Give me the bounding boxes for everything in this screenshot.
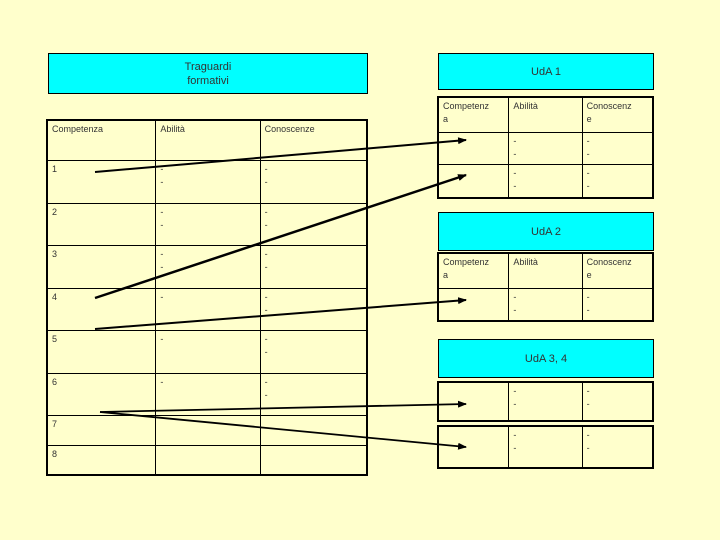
cell-competenza: 7: [48, 416, 157, 445]
cell-competenza: [439, 132, 510, 165]
column-header-competenza: Competenz a: [439, 254, 510, 288]
uda-1-title-text: UdA 1: [531, 65, 561, 78]
column-header-abilita: Abilità: [509, 254, 583, 288]
cell-conoscenze: - -: [264, 206, 268, 230]
cell-conoscenze: - -: [586, 291, 590, 315]
cell-abilita: [156, 416, 261, 445]
column-header-conoscenze: Conoscenz e: [586, 101, 632, 124]
cell-abilita: - -: [156, 203, 261, 246]
table-row[interactable]: - - - -: [439, 165, 652, 198]
table-row[interactable]: 2 - - - -: [48, 203, 366, 247]
cell-competenza: [439, 288, 510, 320]
uda-34-title-box: UdA 3, 4: [438, 339, 654, 378]
table-row[interactable]: 4 - - -: [48, 288, 366, 332]
cell-conoscenze: [261, 416, 366, 444]
cell-abilita: - -: [509, 427, 583, 467]
cell-conoscenze: - -: [264, 164, 268, 188]
cell-competenza: [439, 165, 510, 198]
table-header-row: Competenza Abilità Conoscenze: [48, 121, 366, 162]
cell-competenza: [439, 383, 510, 420]
column-header-conoscenze: Conoscenz e: [586, 257, 632, 280]
cell-competenza: 5: [48, 331, 157, 373]
cell-abilita: - -: [156, 161, 261, 203]
table-row[interactable]: - - - -: [439, 288, 652, 320]
uda-2-table: Competenz a Abilità Conoscenz e - - - -: [437, 252, 654, 322]
cell-competenza: 1: [48, 161, 157, 203]
cell-conoscenze: - -: [264, 291, 268, 315]
cell-abilita: - -: [509, 132, 583, 165]
cell-conoscenze: - -: [264, 249, 268, 273]
cell-conoscenze: - -: [586, 135, 590, 159]
cell-abilita: - -: [509, 383, 583, 420]
cell-abilita: -: [156, 373, 261, 416]
cell-abilita: - -: [509, 165, 583, 198]
cell-abilita: [156, 445, 261, 474]
uda-3-table: - - - -: [437, 381, 654, 422]
table-row[interactable]: 7: [48, 416, 366, 446]
cell-conoscenze: - -: [586, 168, 590, 192]
uda-34-title-text: UdA 3, 4: [524, 352, 568, 365]
table-row[interactable]: 3 - - - -: [48, 246, 366, 289]
cell-conoscenze: - -: [264, 376, 268, 400]
cell-conoscenze: - -: [586, 430, 590, 453]
cell-competenza: 8: [48, 445, 157, 474]
cell-conoscenze: - -: [264, 334, 268, 358]
table-row[interactable]: 1 - - - -: [48, 161, 366, 204]
cell-conoscenze: - -: [586, 386, 590, 409]
uda-1-title-box: UdA 1: [438, 53, 654, 90]
cell-competenza: 3: [48, 246, 157, 288]
traguardi-formativi-title-box: Traguardi formativi: [48, 53, 368, 94]
uda-2-title-text: UdA 2: [531, 225, 561, 238]
column-header-conoscenze: Conoscenze: [264, 124, 315, 134]
column-header-competenza: Competenza: [48, 121, 157, 161]
table-row[interactable]: 5 - - -: [48, 331, 366, 374]
cell-abilita: -: [156, 288, 261, 331]
cell-abilita: - -: [156, 246, 261, 288]
table-row[interactable]: - - - -: [439, 132, 652, 166]
uda-4-table: - - - -: [437, 425, 654, 469]
table-row[interactable]: - - - -: [439, 427, 652, 467]
table-header-row: Competenz a Abilità Conoscenz e: [439, 98, 652, 133]
traguardi-formativi-table: Competenza Abilità Conoscenze 1 - - - - …: [46, 119, 368, 476]
table-row[interactable]: 8: [48, 445, 366, 474]
table-header-row: Competenz a Abilità Conoscenz e: [439, 254, 652, 289]
cell-abilita: -: [156, 331, 261, 373]
cell-competenza: 4: [48, 288, 157, 331]
uda-2-title-box: UdA 2: [438, 212, 654, 251]
table-row[interactable]: 6 - - -: [48, 373, 366, 417]
traguardi-formativi-title-text: Traguardi formativi: [184, 60, 232, 87]
uda-1-table: Competenz a Abilità Conoscenz e - - - - …: [437, 96, 654, 199]
cell-competenza: 2: [48, 203, 157, 246]
cell-abilita: - -: [509, 288, 583, 320]
column-header-abilita: Abilità: [509, 98, 583, 132]
cell-competenza: [439, 427, 510, 467]
cell-competenza: 6: [48, 373, 157, 416]
cell-conoscenze: [261, 446, 366, 474]
table-row[interactable]: - - - -: [439, 383, 652, 420]
column-header-competenza: Competenz a: [439, 98, 510, 132]
column-header-abilita: Abilità: [156, 121, 261, 161]
